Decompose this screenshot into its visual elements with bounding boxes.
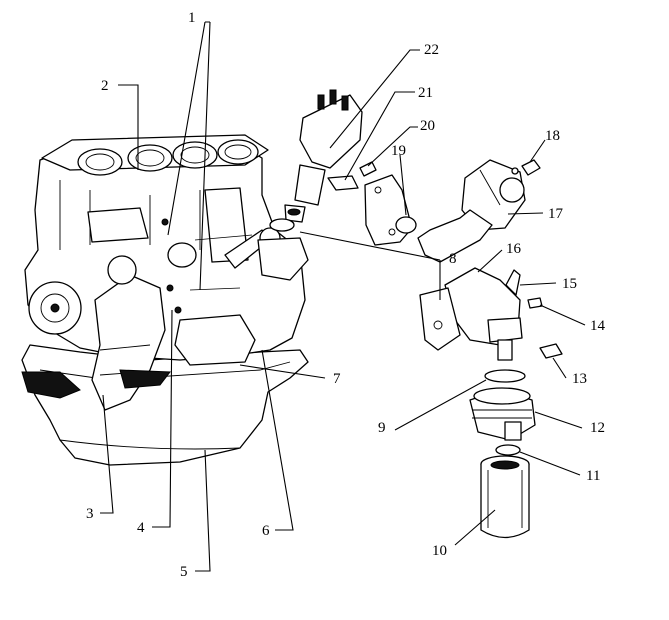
callout-5: 5: [180, 564, 188, 580]
oil-filter-10: [480, 455, 530, 539]
callout-17: 17: [548, 206, 564, 222]
bolt-18: [521, 159, 541, 176]
callout-15: 15: [562, 276, 577, 292]
engine-block-assembly: [21, 134, 309, 466]
callout-7: 7: [333, 371, 341, 387]
callout-16: 16: [506, 241, 522, 257]
coolant-pipe-17: [417, 159, 526, 263]
callout-21: 21: [418, 85, 433, 101]
oil-cooler-12: [469, 387, 536, 441]
callout-13: 13: [572, 371, 587, 387]
bolt-20: [359, 161, 377, 177]
distributor: [284, 89, 363, 223]
leader-lines: [100, 21, 586, 572]
callout-1: 1: [188, 10, 196, 26]
callout-3: 3: [86, 506, 94, 522]
seal-ring-9: [484, 369, 526, 383]
oil-sump: [21, 344, 309, 466]
callout-20: 20: [420, 118, 435, 134]
o-ring-8a: [269, 218, 295, 232]
oil-pressure-sender-15: [505, 269, 521, 296]
callout-4: 4: [137, 520, 145, 536]
bolt-14: [527, 297, 543, 309]
callout-10: 10: [432, 543, 447, 559]
callout-2: 2: [101, 78, 109, 94]
callout-14: 14: [590, 318, 606, 334]
callout-6: 6: [262, 523, 270, 539]
callout-18: 18: [545, 128, 560, 144]
temperature-sensor-13: [539, 343, 563, 359]
o-ring-19: [395, 216, 417, 234]
callout-numbers: 1 2 3 4 5 6 7 8 9 10 11 12 13 14 15 16 1…: [86, 10, 606, 580]
callout-8: 8: [449, 251, 457, 267]
callout-22: 22: [424, 42, 439, 58]
washer-11: [495, 444, 521, 456]
callout-12: 12: [590, 420, 605, 436]
callout-9: 9: [378, 420, 386, 436]
distributor-clamp: [327, 175, 359, 191]
callout-11: 11: [586, 468, 600, 484]
callout-19: 19: [391, 143, 406, 159]
oil-filter-bracket-16: [419, 267, 523, 361]
